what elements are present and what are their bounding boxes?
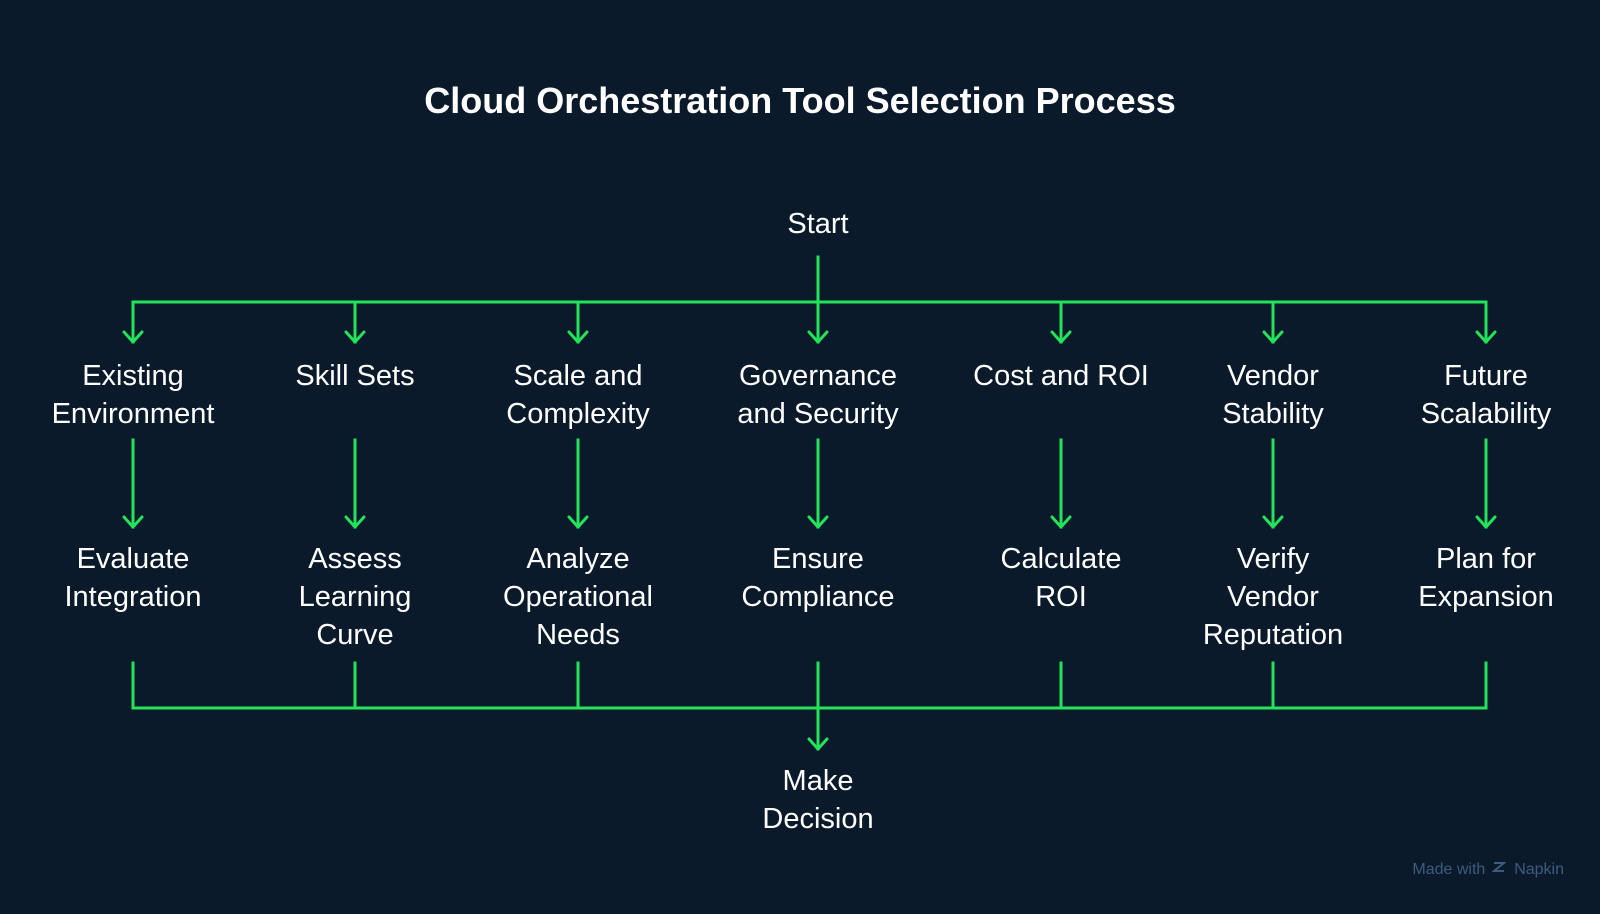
down-arrow-icon bbox=[344, 515, 366, 529]
end-label-line: Decision bbox=[762, 803, 874, 835]
down-arrow-icon bbox=[1050, 330, 1072, 344]
action-label-line: Analyze bbox=[526, 543, 630, 575]
made-with-napkin-watermark: Made with Napkin bbox=[1412, 860, 1564, 879]
diagram-title: Cloud Orchestration Tool Selection Proce… bbox=[424, 80, 1176, 121]
factor-label-line: and Security bbox=[737, 398, 899, 430]
down-arrow-icon bbox=[807, 515, 829, 529]
start-label: Start bbox=[787, 208, 849, 240]
down-arrow-icon bbox=[122, 515, 144, 529]
down-arrow-icon bbox=[122, 330, 144, 344]
end-node: Make Decision bbox=[718, 762, 918, 838]
action-label-line: Vendor bbox=[1227, 581, 1319, 613]
factor-label-line: Scalability bbox=[1420, 398, 1552, 430]
action-label-line: Curve bbox=[316, 619, 394, 651]
napkin-logo-icon bbox=[1490, 861, 1510, 878]
watermark-brand: Napkin bbox=[1514, 861, 1564, 878]
down-arrow-icon bbox=[807, 737, 829, 751]
end-label-line: Make bbox=[782, 765, 854, 797]
factor-node: Skill Sets bbox=[245, 357, 465, 395]
down-arrow-icon bbox=[1262, 515, 1284, 529]
action-label-line: Ensure bbox=[772, 543, 864, 575]
down-arrow-icon bbox=[1475, 330, 1497, 344]
factor-node: Cost and ROI bbox=[951, 357, 1171, 395]
down-arrow-icon bbox=[344, 330, 366, 344]
action-label-line: Compliance bbox=[741, 581, 895, 613]
down-arrow-icon bbox=[807, 330, 829, 344]
action-label-line: Assess bbox=[308, 543, 402, 575]
factor-label-line: Environment bbox=[51, 398, 215, 430]
factor-label-line: Scale and bbox=[513, 360, 643, 392]
action-label-line: Learning bbox=[298, 581, 412, 613]
down-arrow-icon bbox=[1050, 515, 1072, 529]
down-arrow-icon bbox=[1262, 330, 1284, 344]
action-label-line: Integration bbox=[64, 581, 202, 613]
action-label-line: Expansion bbox=[1418, 581, 1554, 613]
down-arrow-icon bbox=[567, 515, 589, 529]
factor-label-line: Complexity bbox=[506, 398, 650, 430]
down-arrow-icon bbox=[1475, 515, 1497, 529]
action-label-line: Verify bbox=[1236, 543, 1310, 575]
factor-label-line: Existing bbox=[82, 360, 184, 392]
factor-label-line: Governance bbox=[739, 360, 897, 392]
factor-label-line: Vendor bbox=[1227, 360, 1319, 392]
watermark-prefix: Made with bbox=[1412, 861, 1486, 878]
down-arrow-icon bbox=[567, 330, 589, 344]
action-label-line: Operational bbox=[503, 581, 653, 613]
action-label-line: Evaluate bbox=[76, 543, 190, 575]
action-label-line: Reputation bbox=[1202, 619, 1344, 651]
action-label-line: Needs bbox=[536, 619, 620, 651]
factor-label-line: Stability bbox=[1222, 398, 1324, 430]
factor-node: Governance and Security bbox=[708, 357, 928, 433]
action-label-line: Plan for bbox=[1436, 543, 1536, 575]
factor-label-line: Future bbox=[1444, 360, 1528, 392]
action-label-line: Calculate bbox=[1000, 543, 1122, 575]
start-node: Start bbox=[718, 205, 918, 243]
factor-label-line: Cost and ROI bbox=[973, 360, 1149, 392]
factor-label-line: Skill Sets bbox=[295, 360, 415, 392]
action-label-line: ROI bbox=[1035, 581, 1087, 613]
